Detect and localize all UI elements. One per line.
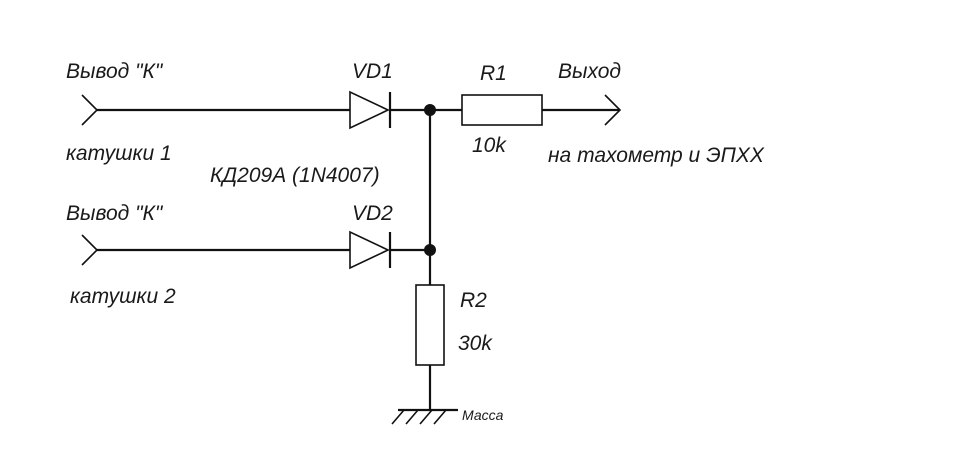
r1-body — [461, 94, 543, 126]
vd1-label: VD1 — [352, 60, 393, 83]
r1-value: 10k — [472, 134, 507, 157]
diode-vd1: VD1 — [349, 60, 430, 130]
output-arrow — [604, 94, 622, 126]
input-1-arrow — [81, 94, 99, 126]
diode-vd2: VD2 — [349, 202, 430, 270]
input-1: Вывод "К" катушки 1 — [66, 60, 350, 165]
ground-hatch-3 — [419, 409, 433, 425]
ground-hatch-4 — [433, 409, 447, 425]
resistor-r2: R2 30k — [415, 250, 493, 410]
ground-symbol: Масса — [391, 407, 504, 425]
diode-type-label: КД209А (1N4007) — [210, 164, 380, 187]
vd2-triangle — [349, 230, 390, 270]
input-2-label: Вывод "К" — [66, 202, 164, 225]
r1-label: R1 — [480, 62, 507, 85]
ground-label: Масса — [462, 407, 504, 423]
ground-hatch-2 — [405, 409, 419, 425]
r2-body — [415, 284, 445, 366]
input-2-sublabel: катушки 2 — [70, 285, 176, 308]
output-label: Выход — [558, 60, 621, 83]
r2-label: R2 — [460, 289, 487, 312]
output-description: на тахометр и ЭПХХ — [548, 144, 765, 167]
vd2-label: VD2 — [352, 202, 393, 225]
input-1-label: Вывод "К" — [66, 60, 164, 83]
input-2: Вывод "К" катушки 2 — [66, 202, 350, 308]
output: Выход на тахометр и ЭПХХ — [548, 60, 765, 167]
input-2-arrow — [81, 234, 99, 266]
r2-value: 30k — [458, 332, 493, 355]
input-1-sublabel: катушки 1 — [66, 142, 172, 165]
ground-hatch-1 — [391, 409, 405, 425]
vd1-triangle — [349, 90, 390, 130]
resistor-r1: R1 10k — [430, 62, 620, 157]
